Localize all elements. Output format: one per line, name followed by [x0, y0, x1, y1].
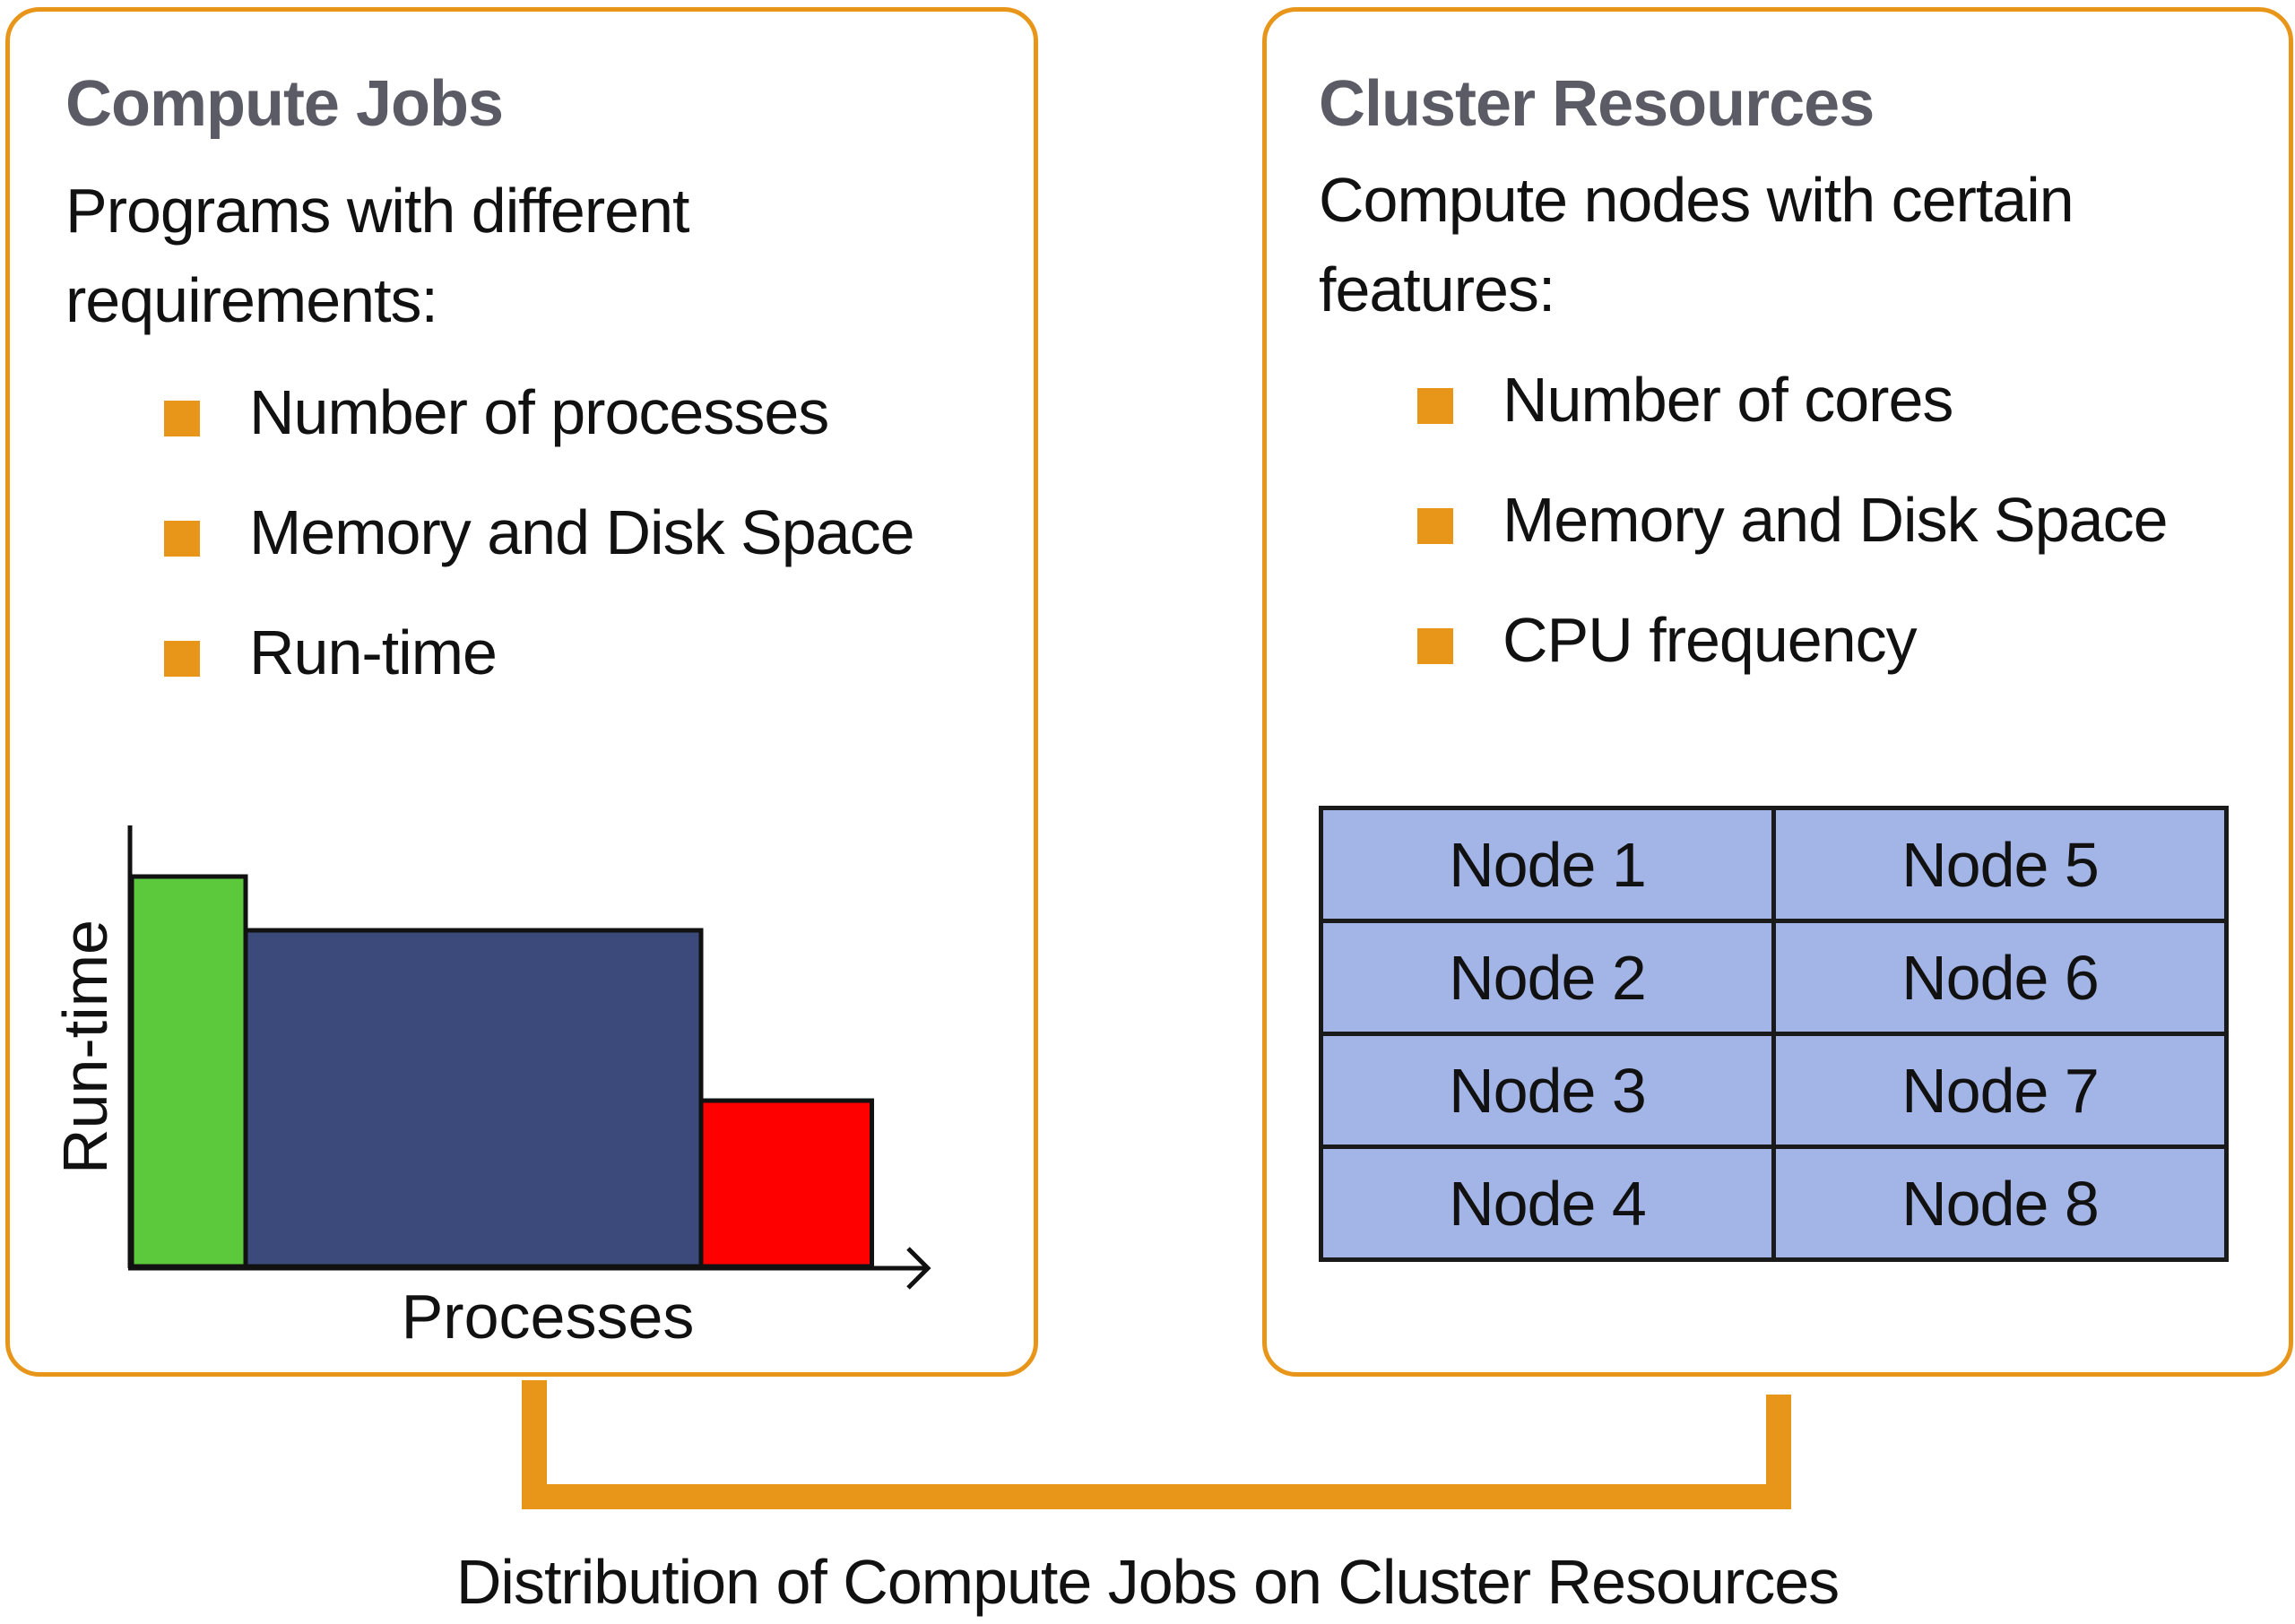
description-line: features: [1319, 255, 1555, 324]
node-cell: Node 6 [1771, 919, 2229, 1036]
bullet-label: Memory and Disk Space [1503, 485, 2169, 555]
job-requirements-list: Number of processes Memory and Disk Spac… [164, 352, 915, 713]
bullet-label: Number of processes [249, 377, 829, 447]
job-runtime-chart: Run-time Processes [50, 825, 931, 1352]
list-item: Memory and Disk Space [164, 472, 915, 592]
cluster-resources-description: Compute nodes with certain features: [1319, 155, 2074, 334]
diagram-caption: Distribution of Compute Jobs on Cluster … [455, 1547, 1840, 1617]
node-cell: Node 2 [1319, 919, 1776, 1036]
x-axis-label: Processes [402, 1282, 695, 1352]
square-bullet-icon [164, 521, 200, 557]
node-cell: Node 1 [1319, 806, 1776, 923]
bullet-label: Run-time [249, 618, 498, 687]
compute-jobs-title: Compute Jobs [65, 68, 504, 140]
node-cell: Node 4 [1319, 1145, 1776, 1262]
cluster-resources-panel: Cluster Resources Compute nodes with cer… [1262, 7, 2293, 1377]
square-bullet-icon [164, 641, 200, 677]
square-bullet-icon [164, 401, 200, 436]
cluster-resources-title: Cluster Resources [1319, 68, 1875, 140]
list-item: Run-time [164, 592, 914, 713]
node-cell: Node 3 [1319, 1032, 1776, 1149]
node-cell: Node 7 [1771, 1032, 2229, 1149]
table-row: Node 1 Node 5 [1319, 806, 2229, 923]
bullet-label: Memory and Disk Space [249, 497, 915, 567]
list-item: CPU frequency [1417, 580, 2168, 700]
square-bullet-icon [1417, 508, 1453, 544]
node-cell: Node 8 [1771, 1145, 2229, 1262]
chart-bars [129, 874, 874, 1269]
node-features-list: Number of cores Memory and Disk Space CP… [1417, 340, 2169, 700]
x-axis-arrow-icon [906, 1247, 931, 1290]
description-line: Programs with different [65, 176, 689, 246]
square-bullet-icon [1417, 628, 1453, 664]
description-line: Compute nodes with certain [1319, 165, 2074, 235]
list-item: Memory and Disk Space [1417, 460, 2169, 580]
table-row: Node 4 Node 8 [1319, 1145, 2229, 1262]
job-bar [698, 1098, 874, 1269]
node-grid: Node 1 Node 5 Node 2 Node 6 Node 3 Node … [1319, 806, 2229, 1262]
square-bullet-icon [1417, 388, 1453, 424]
compute-jobs-description: Programs with different requirements: [65, 166, 689, 345]
node-cell: Node 5 [1771, 806, 2229, 923]
table-row: Node 2 Node 6 [1319, 919, 2229, 1036]
compute-jobs-panel: Compute Jobs Programs with different req… [5, 7, 1038, 1377]
job-bar [129, 874, 248, 1269]
description-line: requirements: [65, 265, 438, 335]
list-item: Number of processes [164, 352, 914, 472]
table-row: Node 3 Node 7 [1319, 1032, 2229, 1149]
list-item: Number of cores [1417, 340, 2168, 460]
bullet-label: CPU frequency [1503, 605, 1918, 675]
bullet-label: Number of cores [1503, 365, 1953, 435]
job-bar [243, 928, 704, 1269]
y-axis-label: Run-time [50, 920, 120, 1174]
